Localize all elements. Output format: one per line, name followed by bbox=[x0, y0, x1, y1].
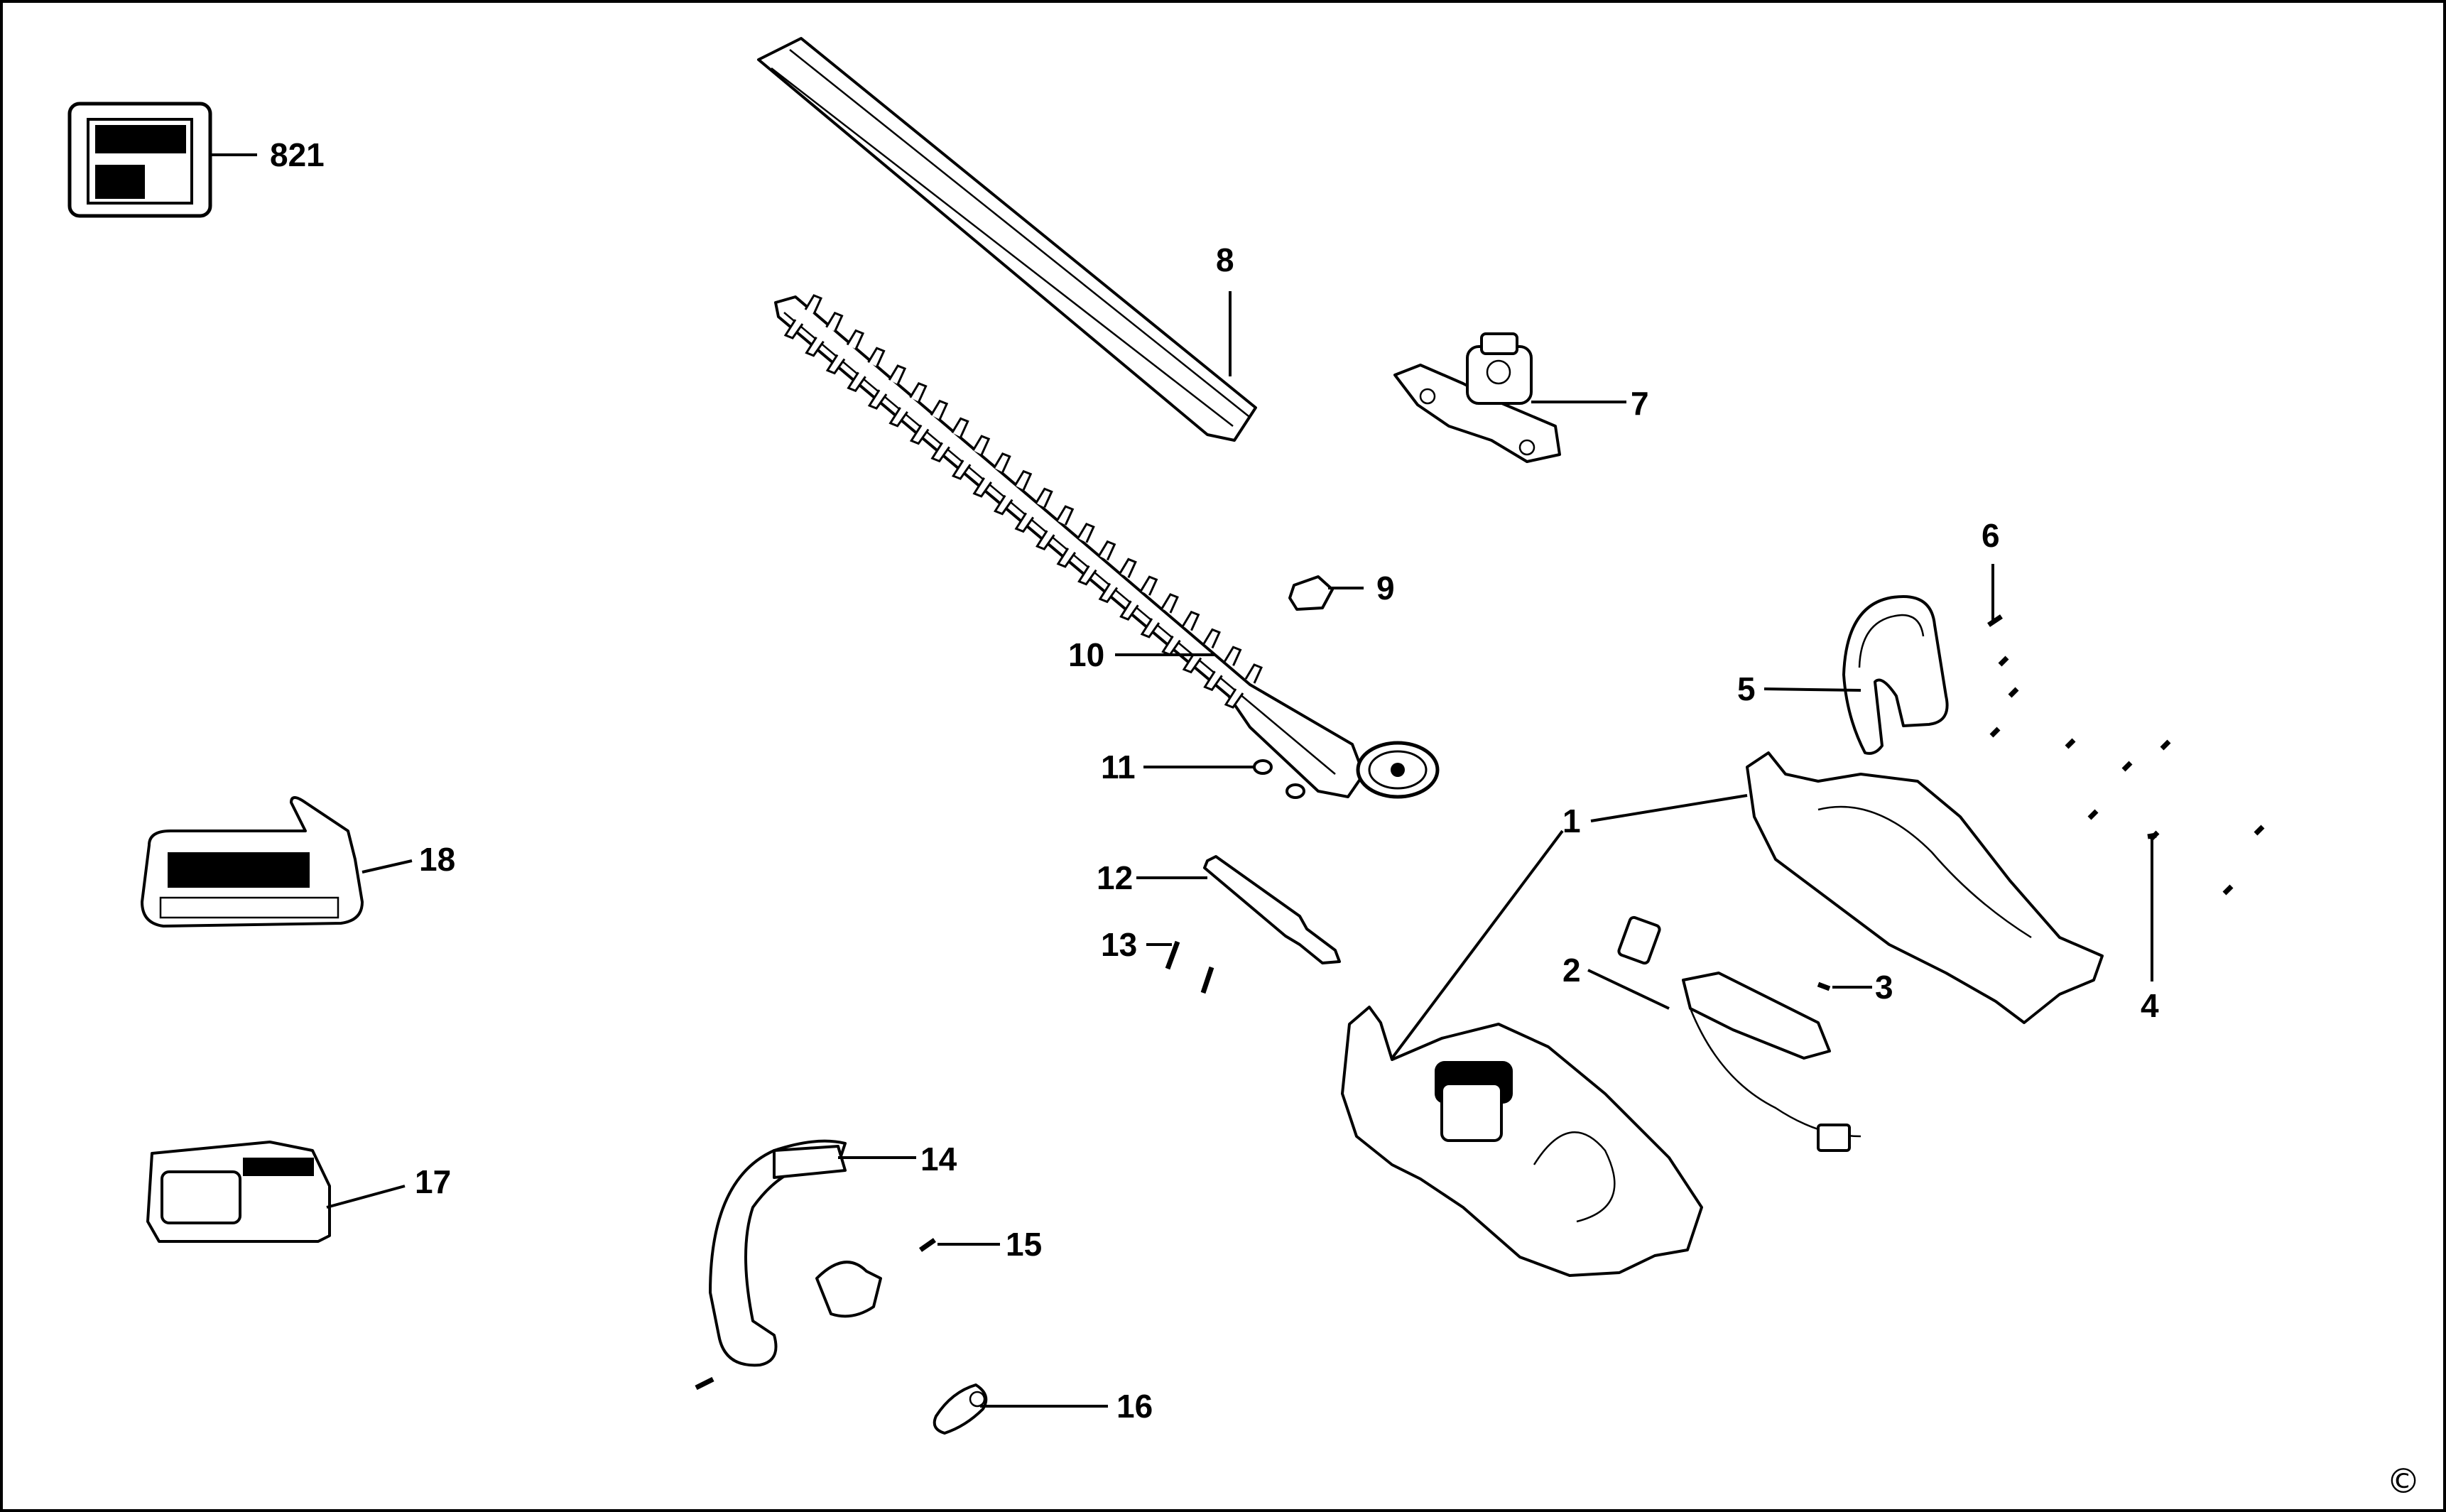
blade-teeth bbox=[783, 294, 1263, 709]
callout-9: 9 bbox=[1376, 570, 1395, 607]
blade-tooth bbox=[951, 459, 972, 480]
blade-tooth bbox=[1244, 663, 1263, 684]
callout-6: 6 bbox=[1982, 517, 2000, 554]
blade-tooth bbox=[1140, 618, 1161, 638]
blade-tooth bbox=[888, 364, 907, 385]
screws-4 bbox=[1989, 656, 2265, 896]
blade-tooth bbox=[909, 381, 928, 403]
callout-1: 1 bbox=[1562, 803, 1581, 839]
blade-tooth bbox=[1119, 600, 1139, 621]
blade-tooth bbox=[847, 371, 866, 393]
screw-14b bbox=[695, 1376, 714, 1391]
leader-lines bbox=[326, 291, 2153, 1408]
blade-tooth bbox=[1098, 540, 1116, 561]
blade-tooth bbox=[1224, 688, 1244, 709]
callout-17: 17 bbox=[415, 1163, 451, 1200]
callout-15: 15 bbox=[1006, 1226, 1042, 1263]
legend-label: 821 bbox=[270, 136, 325, 173]
blade-tooth bbox=[1202, 628, 1221, 649]
blade-tooth bbox=[1182, 610, 1200, 631]
blade-tooth bbox=[825, 311, 844, 332]
blade-tooth bbox=[909, 424, 930, 445]
callout-18: 18 bbox=[419, 841, 455, 878]
blade-tooth bbox=[1035, 487, 1053, 508]
blade-tooth bbox=[1014, 512, 1034, 533]
housing-left bbox=[1341, 1006, 1703, 1277]
blade-tooth bbox=[1224, 646, 1242, 666]
front-handle bbox=[709, 1139, 882, 1367]
callout-13: 13 bbox=[1101, 926, 1137, 963]
blade-tooth bbox=[993, 452, 1011, 473]
blade-tooth bbox=[1140, 575, 1158, 596]
screw-15 bbox=[918, 1238, 937, 1252]
blade-tooth bbox=[1203, 670, 1223, 692]
blade-tooth bbox=[1119, 558, 1137, 579]
blade-tooth bbox=[972, 435, 991, 455]
cam-nut bbox=[1288, 575, 1334, 611]
blade-cover bbox=[757, 37, 1257, 442]
callout-5: 5 bbox=[1737, 670, 1756, 707]
callout-8: 8 bbox=[1216, 241, 1234, 278]
callout-14: 14 bbox=[920, 1141, 957, 1177]
switch-wiring-assembly bbox=[1617, 915, 1861, 1152]
blade-tooth bbox=[867, 389, 888, 410]
blade-tooth bbox=[930, 442, 950, 463]
battery-pack bbox=[146, 1141, 331, 1243]
blade-tooth bbox=[888, 407, 908, 428]
callout-11: 11 bbox=[1101, 749, 1136, 785]
callout-7: 7 bbox=[1631, 385, 1649, 422]
blade-tooth bbox=[972, 477, 992, 498]
hand-guard bbox=[1842, 595, 1949, 755]
motor-gear-assembly bbox=[1393, 332, 1561, 463]
callout-16: 16 bbox=[1116, 1388, 1153, 1425]
screw-3 bbox=[1817, 981, 1831, 991]
copyright-mark: © bbox=[2386, 1462, 2420, 1501]
blade-tooth bbox=[1182, 653, 1202, 674]
callout-2: 2 bbox=[1562, 952, 1581, 989]
kit-box-icon bbox=[67, 102, 257, 218]
blade-tooth bbox=[825, 354, 846, 375]
blade-tooth bbox=[783, 319, 804, 339]
callout-4: 4 bbox=[2141, 987, 2159, 1024]
blade-tooth bbox=[1056, 548, 1077, 568]
blade-tooth bbox=[994, 494, 1013, 516]
screws-13 bbox=[1165, 940, 1214, 994]
blade-tooth bbox=[804, 294, 823, 315]
blade-tooth bbox=[1077, 523, 1095, 543]
callout-10: 10 bbox=[1068, 636, 1104, 673]
blade-tooth bbox=[951, 417, 969, 437]
blade-tooth bbox=[1056, 505, 1075, 526]
clip-16 bbox=[933, 1383, 988, 1435]
battery-charger bbox=[141, 796, 364, 928]
pin-6 bbox=[1987, 614, 2003, 627]
blade-tooth bbox=[1098, 582, 1119, 604]
blade-tooth bbox=[1161, 635, 1181, 656]
blade-tooth bbox=[805, 336, 825, 357]
connecting-rod bbox=[1203, 855, 1341, 964]
blade-tooth bbox=[1077, 565, 1097, 586]
blade-tooth bbox=[867, 347, 886, 367]
blade-tooth bbox=[1013, 469, 1033, 491]
blade-tooth bbox=[846, 329, 865, 350]
blade-tooth bbox=[1161, 593, 1179, 614]
blade-tooth bbox=[1036, 530, 1055, 550]
callout-3: 3 bbox=[1875, 969, 1893, 1006]
blade-assembly bbox=[774, 294, 1440, 799]
callout-12: 12 bbox=[1097, 859, 1133, 896]
blade-tooth bbox=[930, 399, 949, 420]
housing-right bbox=[1746, 751, 2104, 1024]
